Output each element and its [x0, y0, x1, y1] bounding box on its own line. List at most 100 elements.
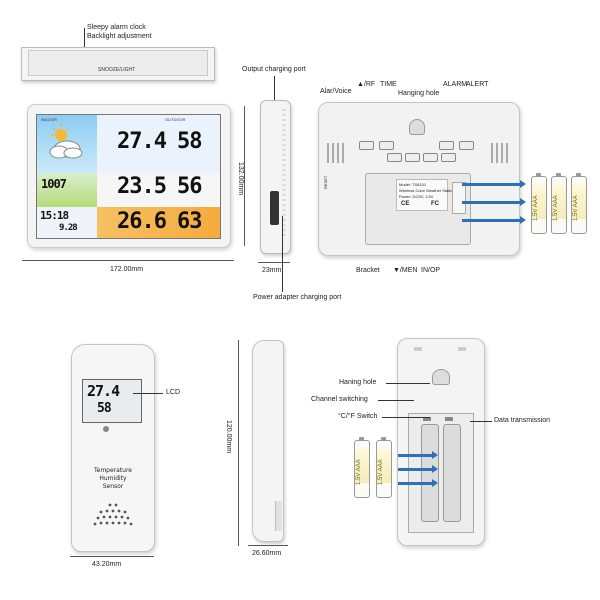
battery-slot	[452, 182, 466, 214]
row2-temp: 23.5	[117, 174, 167, 199]
side-grip	[282, 109, 286, 239]
alarm-label: ALARM	[443, 81, 468, 88]
light-button[interactable]	[441, 153, 456, 162]
snooze-light-label: SNOOZE/LIGHT	[98, 67, 136, 73]
clock-value: 15:18	[40, 209, 69, 222]
battery-arrow	[398, 451, 438, 459]
main-unit-back: Model: TS8101 Wireless Color Weather Sta…	[318, 102, 520, 256]
battery-arrow	[462, 198, 526, 206]
time-button[interactable]	[387, 153, 402, 162]
in-op-label: IN/OP	[421, 267, 441, 274]
cf-switch[interactable]	[445, 417, 453, 421]
sensor-battery-bay	[408, 413, 474, 533]
aaa-battery: 1.5V AAA	[551, 173, 567, 234]
channel-switching-label: Channel switching	[311, 396, 368, 403]
sensor-depth-line	[248, 545, 288, 546]
time-label: TIME	[380, 81, 397, 88]
leader-line	[133, 393, 163, 394]
outdoor-screen-label: OUTDOOR	[165, 117, 186, 122]
row3-temp: 26.6	[117, 209, 167, 234]
sensor-stand	[275, 501, 282, 531]
leader-line	[378, 400, 414, 401]
vent-dots-icon	[93, 503, 133, 526]
leader-line	[84, 28, 85, 50]
men-button[interactable]	[405, 153, 420, 162]
cf-switch-label: °C/°F Switch	[338, 413, 378, 420]
battery-arrow	[462, 180, 526, 188]
battery-label: 1.5V AAA	[553, 195, 559, 221]
men-label: ▼/MEN	[393, 267, 418, 274]
sensor-lcd: 27.4 58	[82, 379, 142, 423]
battery-arrow	[398, 479, 438, 487]
battery-label: 1.5V AAA	[378, 459, 384, 485]
leader-line	[382, 417, 430, 418]
top-view-device: SNOOZE/LIGHT	[21, 47, 215, 81]
power-port-label: Power adapter charging port	[253, 294, 342, 301]
leader-line	[282, 216, 283, 292]
lcd-label: LCD	[166, 389, 181, 396]
back-side-text: RESET	[323, 175, 328, 189]
battery-label: 1.5V AAA	[533, 195, 539, 221]
outdoor-panel	[97, 173, 220, 207]
channel-switch[interactable]	[423, 417, 431, 421]
sticker-line2: Wireless Color Weather Station	[399, 188, 455, 193]
main-screen: INDOOR OUTDOOR 1007 15:18 9.28 27.4 58 2…	[36, 114, 221, 239]
sensor-back	[397, 338, 485, 546]
sensor-humidity: 58	[97, 401, 112, 416]
battery-slot	[443, 424, 461, 522]
backlight-label: Backlight adjustment	[87, 33, 152, 40]
sensor-height-dim: 120.00mm	[225, 420, 232, 454]
clock-panel	[37, 207, 97, 238]
rf-button[interactable]	[379, 141, 394, 150]
alert-button[interactable]	[459, 141, 474, 150]
sleepy-alarm-label: Sleepy alarm clock	[87, 24, 146, 31]
hanging-hole	[409, 119, 425, 135]
indoor-screen-label: INDOOR	[41, 117, 57, 122]
battery-slot	[421, 424, 439, 522]
bracket-label: Bracket	[356, 267, 380, 274]
indoor-panel	[97, 115, 220, 173]
sensor-led	[103, 426, 109, 432]
sensor-depth-dim: 26.60mm	[252, 550, 282, 557]
data-transmission-label: Data transmission	[494, 417, 551, 424]
pressure-panel	[37, 173, 97, 207]
row1-humidity: 58	[177, 129, 202, 154]
ce-mark: CE	[401, 201, 410, 207]
height-dimension-line	[244, 106, 245, 246]
sun-cloud-icon	[49, 124, 83, 159]
sensor-width-line	[70, 556, 154, 557]
info-sticker: Model: TS8101 Wireless Color Weather Sta…	[396, 179, 455, 211]
sensor-name-line1: Temperature	[93, 467, 132, 474]
rf-label: ▲/RF	[357, 81, 376, 88]
sensor-hanging-hole	[432, 369, 450, 385]
hanging-hole-label: Hanging hole	[398, 90, 440, 97]
leader-line	[470, 421, 492, 422]
main-unit-front: INDOOR OUTDOOR 1007 15:18 9.28 27.4 58 2…	[27, 104, 231, 248]
alarm-button[interactable]	[439, 141, 454, 150]
sensor-width-dim: 43.20mm	[92, 561, 122, 568]
sensor-name-line3: Sensor	[102, 483, 124, 490]
alar-voice-label: Alar/Voice	[320, 88, 352, 95]
sensor-side	[252, 340, 284, 542]
main-depth-dim: 23mm	[262, 267, 282, 274]
alar-voice-button[interactable]	[359, 141, 374, 150]
sensor-front: 27.4 58 Temperature Humidity Sensor	[71, 344, 155, 552]
date-value: 9.28	[59, 223, 78, 233]
charging-port	[270, 191, 279, 225]
row2-humidity: 56	[177, 174, 202, 199]
battery-label: 1.5V AAA	[356, 459, 362, 485]
battery-label: 1.5V AAA	[573, 195, 579, 221]
main-width-dim: 172.00mm	[110, 266, 144, 273]
leader-line	[386, 383, 430, 384]
battery-compartment: Model: TS8101 Wireless Color Weather Sta…	[365, 173, 471, 245]
battery-arrow	[462, 216, 526, 224]
main-unit-side	[260, 100, 291, 254]
channel-panel	[97, 207, 220, 238]
aaa-battery: 1.5V AAA	[571, 173, 587, 234]
sensor-temp: 27.4	[87, 382, 120, 400]
in-op-button[interactable]	[423, 153, 438, 162]
alert-label: ALERT	[466, 81, 489, 88]
aaa-battery: 1.5V AAA	[531, 173, 547, 234]
sticker-line3: Power: DC5V, 1.5V	[399, 194, 434, 199]
fc-mark: FC	[431, 201, 439, 207]
